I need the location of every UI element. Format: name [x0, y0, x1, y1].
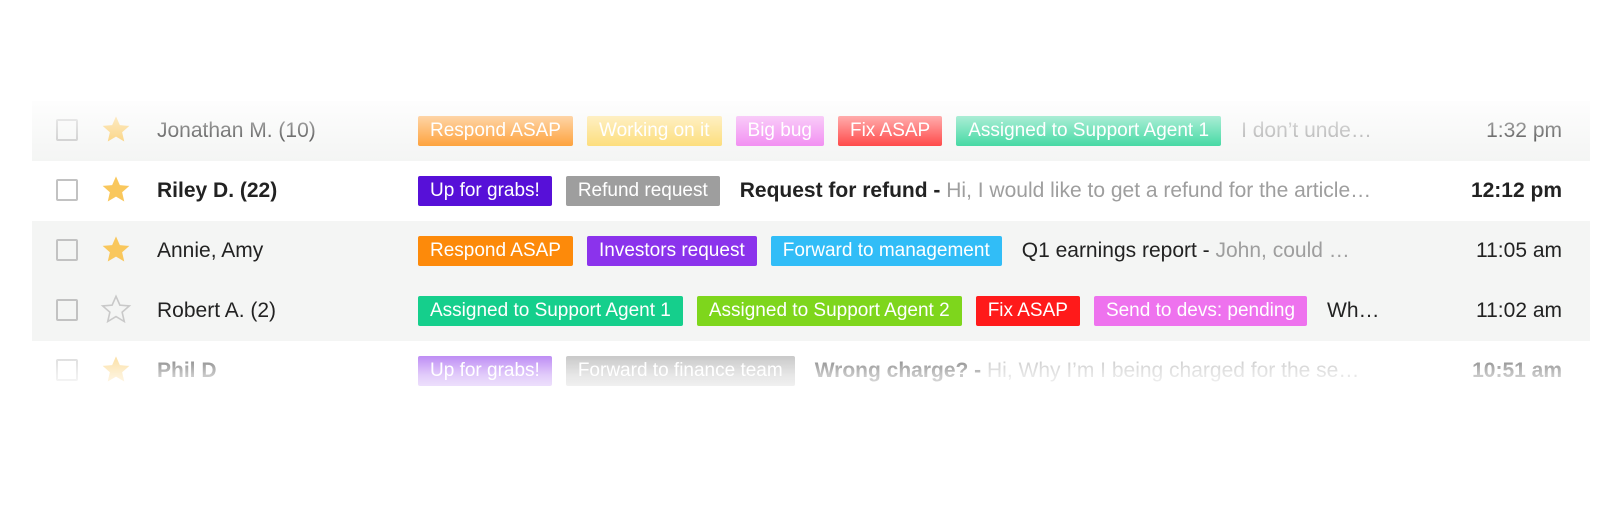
star-shape — [102, 116, 130, 142]
received-time: 11:05 am — [1476, 239, 1562, 262]
received-time: 12:12 pm — [1470, 179, 1562, 202]
received-time: 11:02 am — [1476, 299, 1562, 322]
star-icon[interactable] — [100, 173, 132, 205]
received-time: 10:51 am — [1472, 359, 1562, 382]
email-row[interactable]: Riley D. (22) Up for grabs! Refund reque… — [32, 161, 1590, 223]
tags-and-preview[interactable]: Assigned to Support Agent 1 Assigned to … — [418, 281, 1440, 341]
message-snippet: I don’t unde… — [1241, 119, 1372, 142]
star-icon[interactable] — [100, 233, 132, 265]
label-tag[interactable]: Up for grabs! — [418, 356, 552, 386]
message-snippet: Hi, I would like to get a refund for the… — [946, 179, 1372, 202]
star-shape — [102, 356, 130, 382]
email-row[interactable]: Annie, Amy Respond ASAP Investors reques… — [32, 221, 1590, 283]
star-shape — [102, 236, 130, 262]
sender-name: Riley D. (22) — [157, 179, 278, 202]
message-preview: Request for refund - Hi, I would like to… — [734, 179, 1440, 203]
star-outline-icon[interactable] — [100, 293, 132, 325]
label-tag[interactable]: Fix ASAP — [837, 116, 943, 146]
label-tag[interactable]: Assigned to Support Agent 2 — [696, 296, 962, 326]
label-tag[interactable]: Send to devs: pending — [1093, 296, 1308, 326]
tags-and-preview[interactable]: Respond ASAP Investors request Forward t… — [418, 221, 1440, 281]
message-preview: Q1 earnings report - John, could … — [1016, 239, 1440, 263]
label-tag[interactable]: Up for grabs! — [418, 176, 552, 206]
message-subject: Wrong charge? - — [814, 359, 987, 382]
email-row[interactable]: Jonathan M. (10) Respond ASAP Working on… — [32, 101, 1590, 163]
sender-name: Jonathan M. (10) — [157, 119, 316, 142]
message-snippet: John, could … — [1215, 239, 1350, 262]
tags-and-preview[interactable]: Up for grabs! Refund request Request for… — [418, 161, 1440, 221]
star-shape — [100, 294, 132, 324]
sender-name: Robert A. (2) — [157, 299, 277, 322]
email-list: Jonathan M. (10) Respond ASAP Working on… — [32, 101, 1590, 404]
tags-and-preview[interactable]: Up for grabs! Forward to finance team Wr… — [418, 341, 1440, 401]
label-tag[interactable]: Forward to finance team — [565, 356, 795, 386]
select-checkbox[interactable] — [56, 119, 78, 141]
star-icon[interactable] — [100, 353, 132, 385]
email-row[interactable]: Phil D Up for grabs! Forward to finance … — [32, 341, 1590, 403]
star-icon[interactable] — [100, 113, 132, 145]
tags-and-preview[interactable]: Respond ASAP Working on it Big bug Fix A… — [418, 101, 1440, 161]
email-row[interactable]: Robert A. (2) Assigned to Support Agent … — [32, 281, 1590, 343]
label-tag[interactable]: Big bug — [735, 116, 824, 146]
message-subject: Wh… — [1327, 299, 1380, 322]
select-checkbox[interactable] — [56, 359, 78, 381]
label-tag[interactable]: Respond ASAP — [418, 236, 573, 266]
label-tag[interactable]: Respond ASAP — [418, 116, 573, 146]
message-subject: Q1 earnings report - — [1021, 239, 1216, 262]
sender-name: Phil D — [157, 359, 217, 382]
sender-name: Annie, Amy — [157, 239, 264, 262]
message-preview: Wh… — [1321, 299, 1440, 323]
select-checkbox[interactable] — [56, 239, 78, 261]
label-tag[interactable]: Assigned to Support Agent 1 — [418, 296, 683, 326]
message-preview: I don’t unde… — [1235, 119, 1440, 143]
label-tag[interactable]: Investors request — [586, 236, 757, 266]
label-tag[interactable]: Working on it — [586, 116, 722, 146]
select-checkbox[interactable] — [56, 299, 78, 321]
star-shape — [102, 176, 130, 202]
label-tag[interactable]: Forward to management — [770, 236, 1002, 266]
message-preview: Wrong charge? - Hi, Why I’m I being char… — [809, 359, 1440, 383]
label-tag[interactable]: Refund request — [565, 176, 720, 206]
message-snippet: Hi, Why I’m I being charged for the se… — [987, 359, 1360, 382]
label-tag[interactable]: Assigned to Support Agent 1 — [956, 116, 1222, 146]
label-tag[interactable]: Fix ASAP — [975, 296, 1080, 326]
select-checkbox[interactable] — [56, 179, 78, 201]
message-subject: Request for refund - — [739, 179, 947, 202]
received-time: 1:32 pm — [1486, 119, 1562, 142]
